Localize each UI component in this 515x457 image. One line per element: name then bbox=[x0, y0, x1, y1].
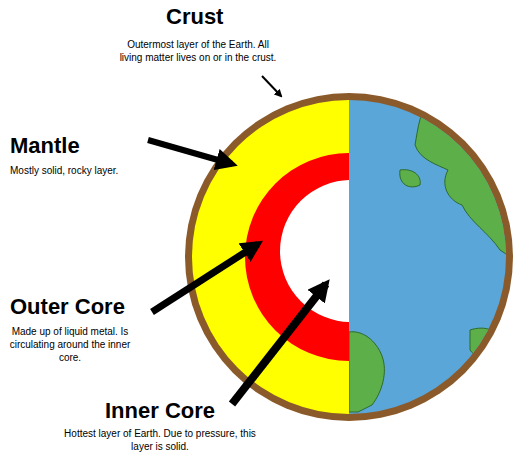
layer-description: Mostly solid, rocky layer. bbox=[10, 164, 160, 177]
leader-arrow bbox=[148, 140, 232, 164]
layer-heading: Crust bbox=[166, 4, 223, 30]
layer-heading: Outer Core bbox=[10, 294, 125, 320]
layer-heading: Mantle bbox=[10, 133, 80, 159]
leader-arrow bbox=[262, 76, 281, 96]
continent bbox=[470, 328, 505, 358]
continent bbox=[415, 100, 515, 260]
layer-description: Made up of liquid metal. Is circulating … bbox=[4, 325, 136, 364]
mantle-layer bbox=[192, 100, 349, 414]
layer-description: Hottest layer of Earth. Due to pressure,… bbox=[55, 427, 265, 453]
continent bbox=[400, 170, 420, 187]
continent bbox=[349, 332, 384, 412]
leader-arrow bbox=[232, 284, 326, 404]
leader-arrow bbox=[152, 244, 258, 312]
layer-heading: Inner Core bbox=[105, 398, 215, 424]
outer-core-layer bbox=[245, 153, 349, 361]
layer-description: Outermost layer of the Earth. All living… bbox=[118, 38, 278, 64]
